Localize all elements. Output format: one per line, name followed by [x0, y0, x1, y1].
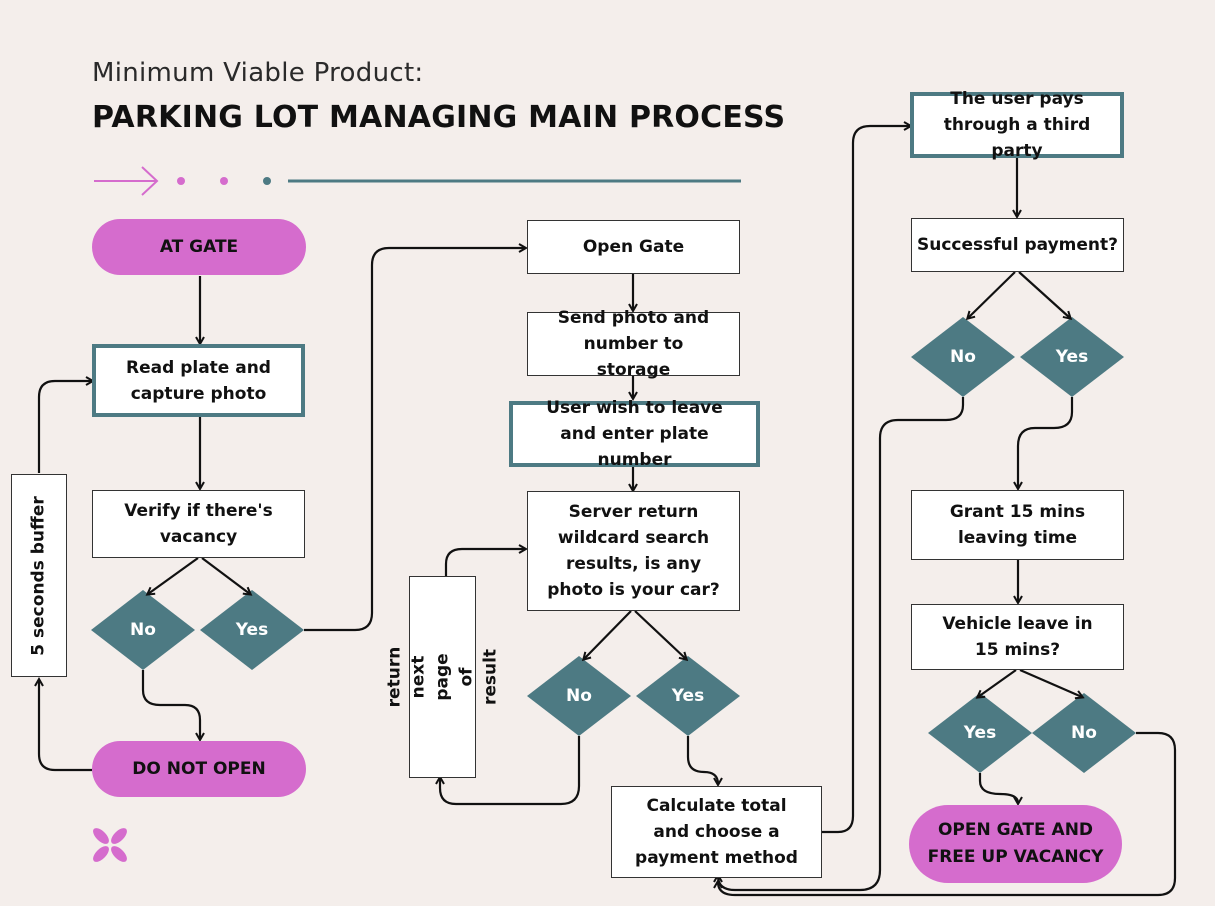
header-decoration — [94, 166, 741, 196]
buffer-label: 5 seconds buffer — [29, 495, 50, 656]
vacancy-no-label: No — [130, 620, 156, 640]
user-pays-step: The user pays through a third party — [910, 89, 1124, 161]
decision-diamond — [928, 693, 1032, 773]
decision-diamond — [200, 590, 304, 670]
connector — [978, 669, 1017, 697]
next-page-label: return next page of result — [384, 646, 501, 708]
connector — [148, 557, 199, 594]
photo-yes-label: Yes — [671, 686, 705, 706]
connector — [718, 397, 965, 892]
connector — [201, 557, 250, 594]
connector — [304, 248, 525, 632]
connector — [444, 549, 525, 578]
start-at-gate: AT GATE — [92, 219, 306, 275]
connector — [440, 736, 581, 806]
connector — [141, 670, 200, 739]
connector — [822, 126, 910, 834]
leave-no-label: No — [1071, 723, 1097, 743]
page-title: PARKING LOT MANAGING MAIN PROCESS — [92, 100, 786, 135]
connector — [718, 731, 1177, 897]
buffer-step: 5 seconds buffer — [11, 474, 67, 677]
connector — [39, 680, 92, 772]
decision-diamond — [911, 317, 1015, 397]
decision-diamond — [527, 656, 631, 736]
connector — [584, 610, 632, 659]
connector — [1018, 271, 1070, 318]
successful-payment-step: Successful payment? — [911, 218, 1124, 272]
decision-diamond — [636, 656, 740, 736]
connector — [1018, 397, 1074, 488]
connector — [1019, 668, 1082, 697]
server-return-step: Server return wildcard search results, i… — [527, 491, 740, 611]
vehicle-leave-step: Vehicle leave in 15 mins? — [911, 604, 1124, 670]
open-gate-free-end: OPEN GATE AND FREE UP VACANCY — [909, 805, 1122, 883]
payment-no-label: No — [950, 347, 976, 367]
connector — [634, 610, 686, 659]
page-subtitle: Minimum Viable Product: — [92, 58, 424, 88]
decision-diamond — [1020, 317, 1124, 397]
open-gate-step: Open Gate — [527, 220, 740, 274]
connector — [37, 381, 92, 473]
decision-diamond — [91, 590, 195, 670]
do-not-open-end: DO NOT OPEN — [92, 741, 306, 797]
read-plate-step: Read plate and capture photo — [92, 344, 305, 417]
grant-time-step: Grant 15 mins leaving time — [911, 490, 1124, 560]
photo-no-label: No — [566, 686, 592, 706]
connector — [978, 773, 1018, 803]
send-photo-step: Send photo and number to storage — [527, 308, 740, 380]
decision-diamond — [1032, 693, 1136, 773]
flower-logo-icon — [93, 828, 127, 862]
calculate-total-step: Calculate total and choose a payment met… — [611, 786, 822, 878]
connector — [968, 271, 1016, 318]
connector — [686, 736, 718, 784]
leave-yes-label: Yes — [963, 723, 997, 743]
verify-vacancy-step: Verify if there's vacancy — [92, 490, 305, 558]
vacancy-yes-label: Yes — [235, 620, 269, 640]
user-wish-leave-step: User wish to leave and enter plate numbe… — [509, 398, 760, 470]
payment-yes-label: Yes — [1055, 347, 1089, 367]
next-page-step: return next page of result — [385, 576, 501, 778]
